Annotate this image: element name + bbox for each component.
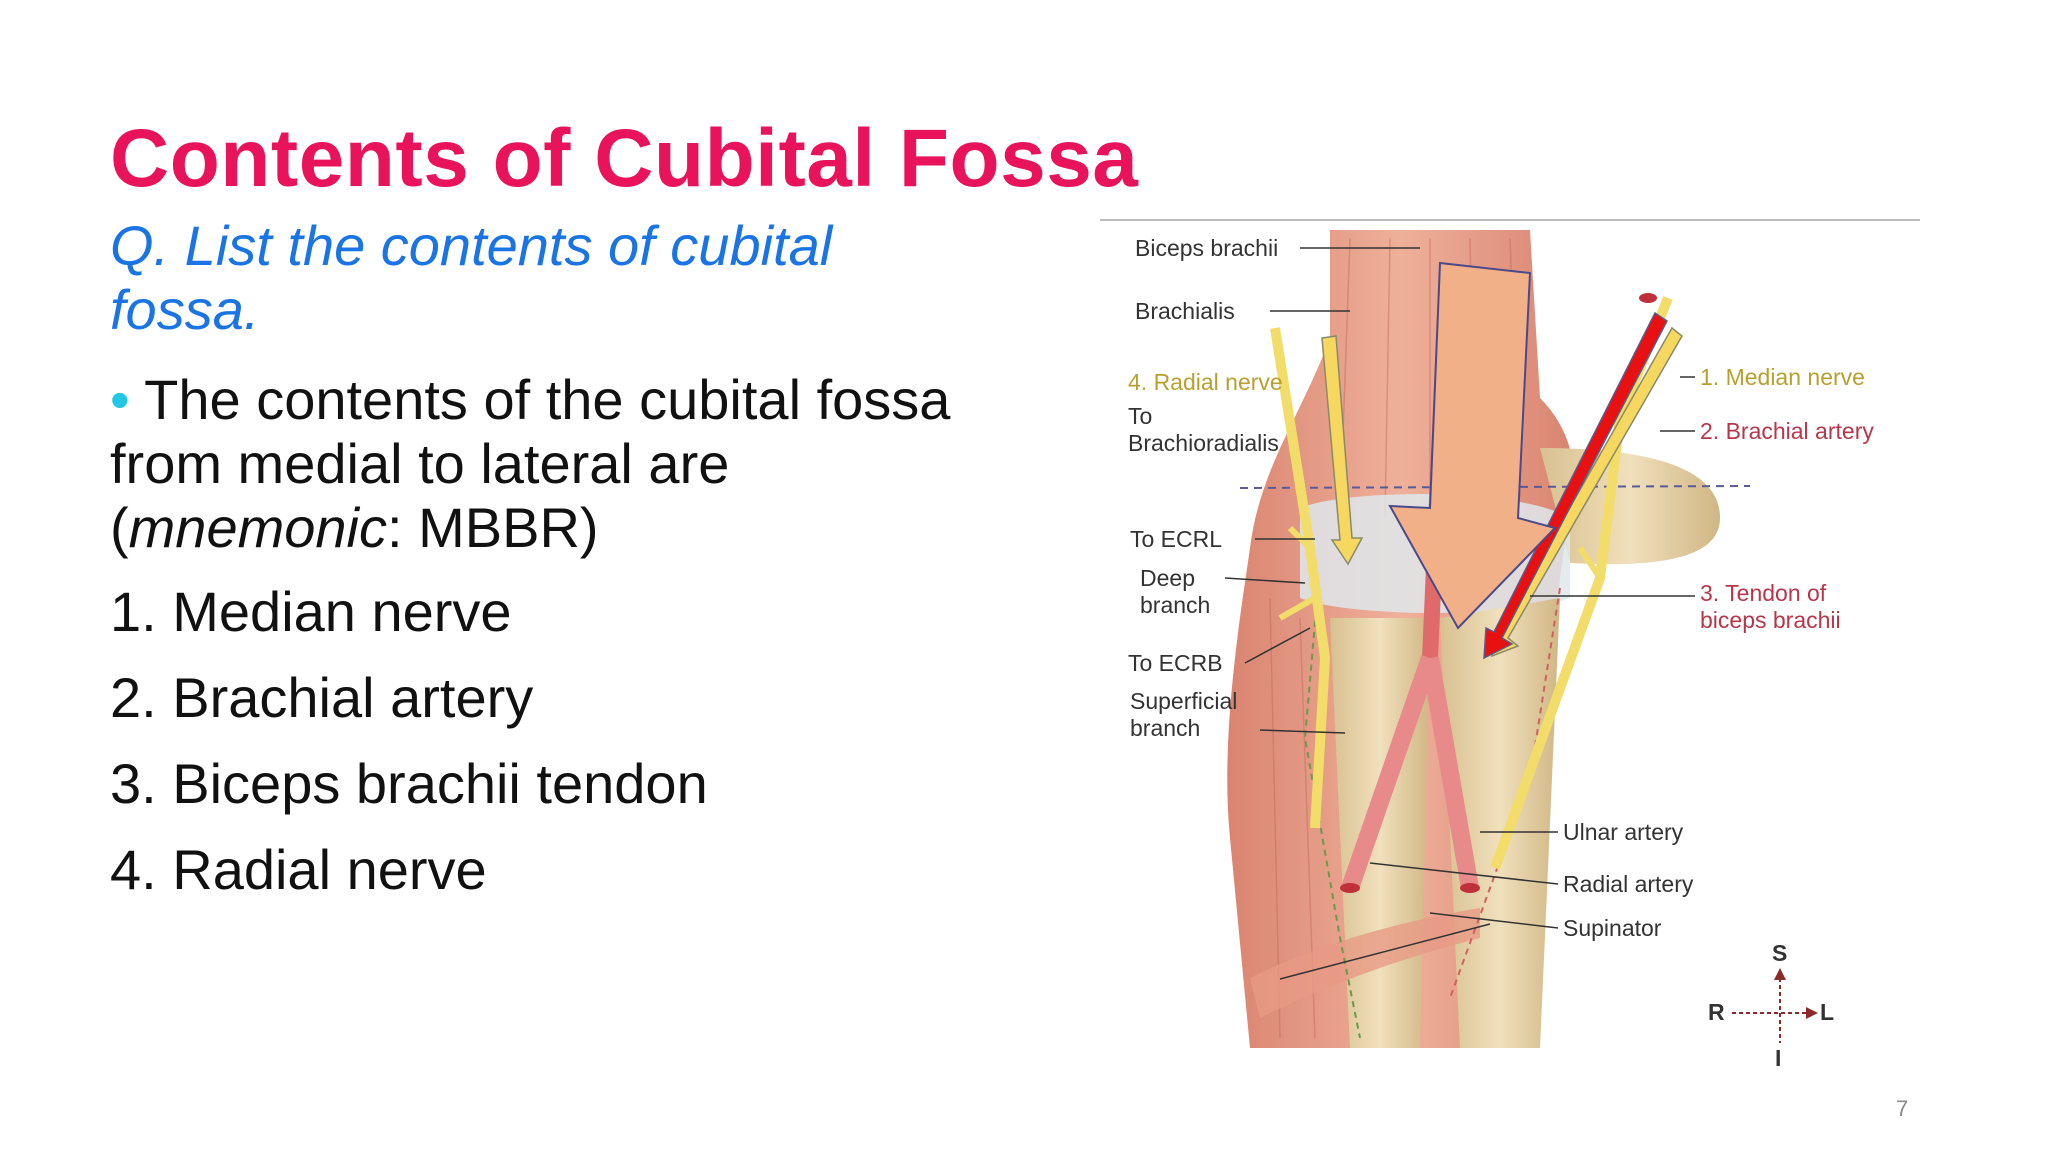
question-text: Q. List the contents of cubital fossa. xyxy=(110,214,833,341)
label-brachialis: Brachialis xyxy=(1135,298,1235,324)
label-radial-artery: Radial artery xyxy=(1563,871,1694,897)
bullet-text-after: : MBBR) xyxy=(386,496,599,559)
list-item: 1. Median nerve xyxy=(110,580,512,643)
label-radial-nerve: 4. Radial nerve xyxy=(1128,369,1283,395)
label-ulnar-artery: Ulnar artery xyxy=(1563,819,1684,845)
nerve-branch xyxy=(1577,546,1603,580)
nerve-branch xyxy=(1287,525,1313,551)
radial-artery-vessel xyxy=(1341,655,1439,891)
label-to-ecrb: To ECRB xyxy=(1128,650,1223,676)
bullet-emphasis: mnemonic xyxy=(128,496,387,559)
label-superficial-2: branch xyxy=(1130,715,1200,741)
leader-lines-left xyxy=(1224,247,1491,980)
radial-artery-end xyxy=(1340,883,1360,893)
page-number: 7 xyxy=(1896,1096,1909,1121)
label-deep-1: Deep xyxy=(1140,565,1195,591)
radial-nerve-arrow xyxy=(1321,335,1364,566)
label-median-nerve: 1. Median nerve xyxy=(1700,364,1865,390)
bullet-paragraph: • The contents of the cubital fossa from… xyxy=(110,368,990,560)
supinator-muscle xyxy=(1250,908,1480,1018)
label-to-ecrl: To ECRL xyxy=(1130,526,1222,552)
label-deep-2: branch xyxy=(1140,592,1210,618)
brachial-artery-arrow xyxy=(1483,311,1668,660)
list-item: 3. Biceps brachii tendon xyxy=(110,752,708,815)
orientation-compass: S R L I xyxy=(1708,940,1834,1071)
radial-nerve xyxy=(1270,327,1331,829)
slide-title: Contents of Cubital Fossa xyxy=(110,113,1139,204)
label-to-brachioradialis-2: Brachioradialis xyxy=(1128,430,1279,456)
biceps-tendon-arrow xyxy=(1388,261,1557,630)
ulnar-artery-vessel xyxy=(1421,656,1479,890)
label-biceps-brachii: Biceps brachii xyxy=(1135,235,1278,261)
nerve-branch xyxy=(1278,595,1317,621)
label-tendon-2: biceps brachii xyxy=(1700,607,1841,633)
compass-r: R xyxy=(1708,999,1725,1025)
cubital-fossa-illustration: Biceps brachii Brachialis 4. Radial nerv… xyxy=(1100,218,1920,1071)
anatomy-diagram: Biceps brachii Brachialis 4. Radial nerv… xyxy=(1100,219,1920,1071)
bullet-marker: • xyxy=(110,368,130,431)
label-superficial-1: Superficial xyxy=(1130,688,1237,714)
label-tendon-1: 3. Tendon of xyxy=(1700,580,1827,606)
brachial-artery-top xyxy=(1639,293,1657,303)
label-brachial-artery: 2. Brachial artery xyxy=(1700,418,1874,444)
list-item: 2. Brachial artery xyxy=(110,666,534,729)
compass-l: L xyxy=(1820,999,1834,1025)
label-supinator: Supinator xyxy=(1563,915,1662,941)
compass-i: I xyxy=(1775,1045,1781,1068)
leader-lines-right xyxy=(1369,376,1695,929)
compass-s: S xyxy=(1772,940,1787,966)
label-to-brachioradialis-1: To xyxy=(1128,403,1152,429)
list-item: 4. Radial nerve xyxy=(110,838,487,901)
ulnar-artery-end xyxy=(1460,883,1480,893)
bullet-text-before: The contents of the cubital fossa from m… xyxy=(110,368,951,559)
contents-list: 1. Median nerve 2. Brachial artery 3. Bi… xyxy=(110,580,708,924)
